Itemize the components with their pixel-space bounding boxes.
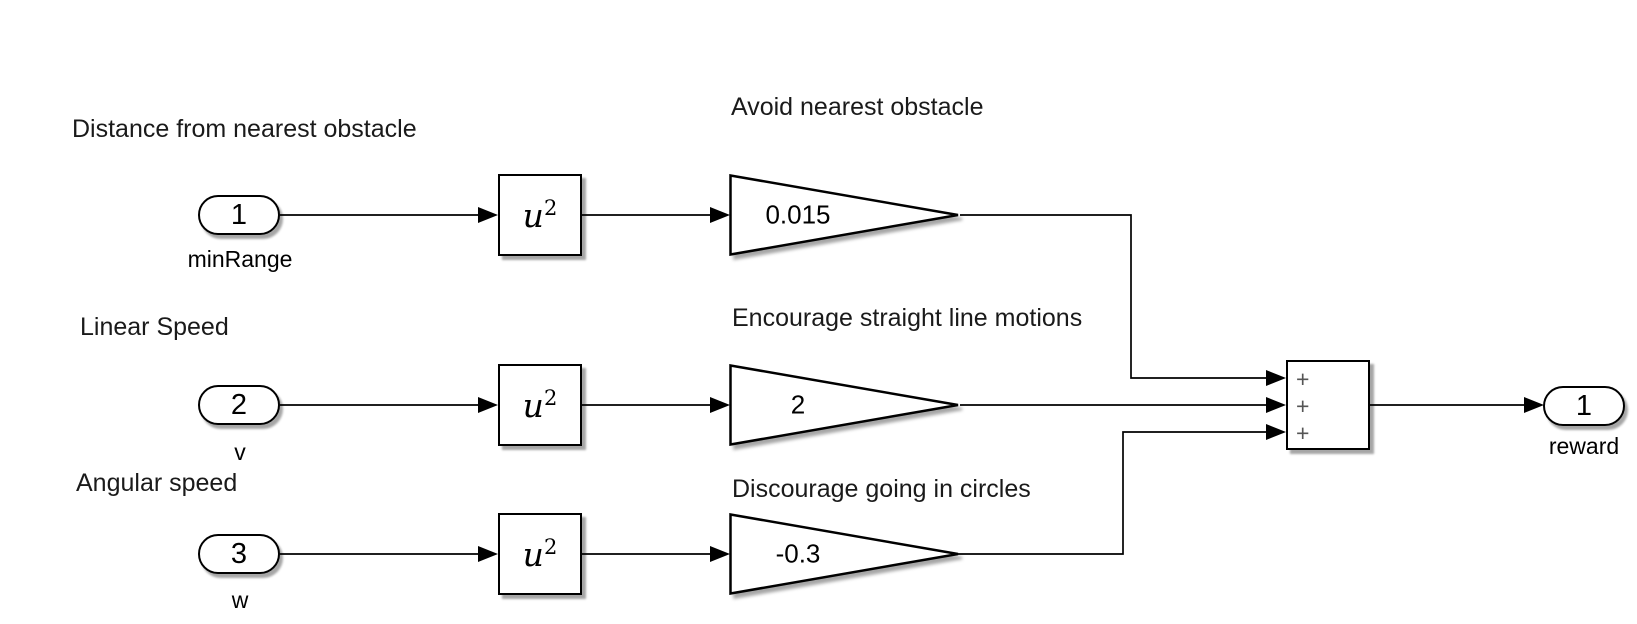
arrowhead-gain1-input [710,207,730,223]
annotation-avoid-nearest-obstacle[interactable]: Avoid nearest obstacle [731,93,984,121]
arrowhead-square2-input [478,397,498,413]
gain-value: -0.3 [775,538,821,569]
inport-3-w[interactable]: 3 [198,534,280,574]
u-squared-icon: u2 [522,195,558,235]
annotation-distance-from-nearest-obstacle[interactable]: Distance from nearest obstacle [72,115,417,143]
inport-2-v[interactable]: 2 [198,385,280,425]
u-squared-icon: u2 [522,385,558,425]
inport-3-number: 3 [230,537,248,570]
inport-3-label[interactable]: w [231,587,249,613]
math-square-block-3[interactable]: u2 [498,513,582,595]
annotation-linear-speed[interactable]: Linear Speed [80,313,229,341]
wire-gain3-to-sum[interactable] [958,431,1269,555]
arrowhead-sum-input3 [1266,424,1286,440]
inport-1-number: 1 [230,198,248,231]
arrowhead-square3-input [478,546,498,562]
inport-2-label[interactable]: v [234,439,246,465]
gain-triangle-icon [729,513,959,595]
annotation-angular-speed[interactable]: Angular speed [76,469,238,497]
gain-value: 2 [790,389,806,420]
inport-1-label[interactable]: minRange [187,246,293,272]
inport-1-minrange[interactable]: 1 [198,195,280,235]
gain-triangle-icon [729,364,959,446]
gain-block-avoid-obstacle[interactable]: 0.015 [729,174,964,264]
annotation-discourage-going-in-circles[interactable]: Discourage going in circles [732,475,1031,503]
math-square-block-2[interactable]: u2 [498,364,582,446]
annotation-encourage-straight-line-motions[interactable]: Encourage straight line motions [732,304,1083,332]
arrowhead-square1-input [478,207,498,223]
sum-block[interactable]: + + + [1286,360,1370,450]
plus-sign-icon: + [1296,366,1310,392]
outport-1-reward[interactable]: 1 [1543,386,1625,426]
plus-sign-icon: + [1296,420,1310,446]
u-squared-icon: u2 [522,534,558,574]
wire-gain1-to-sum[interactable] [960,214,1269,379]
arrowhead-sum-input2 [1266,397,1286,413]
gain-block-circles[interactable]: -0.3 [729,513,964,603]
gain-triangle-icon [729,174,959,256]
arrowhead-gain3-input [710,546,730,562]
gain-value: 0.015 [765,199,831,230]
gain-block-straight-line[interactable]: 2 [729,364,964,454]
arrowhead-outport-input [1524,397,1544,413]
math-square-block-1[interactable]: u2 [498,174,582,256]
plus-sign-icon: + [1296,393,1310,419]
outport-1-label[interactable]: reward [1548,433,1620,459]
inport-2-number: 2 [230,388,248,421]
arrowhead-gain2-input [710,397,730,413]
outport-1-number: 1 [1575,389,1593,422]
arrowhead-sum-input1 [1266,370,1286,386]
